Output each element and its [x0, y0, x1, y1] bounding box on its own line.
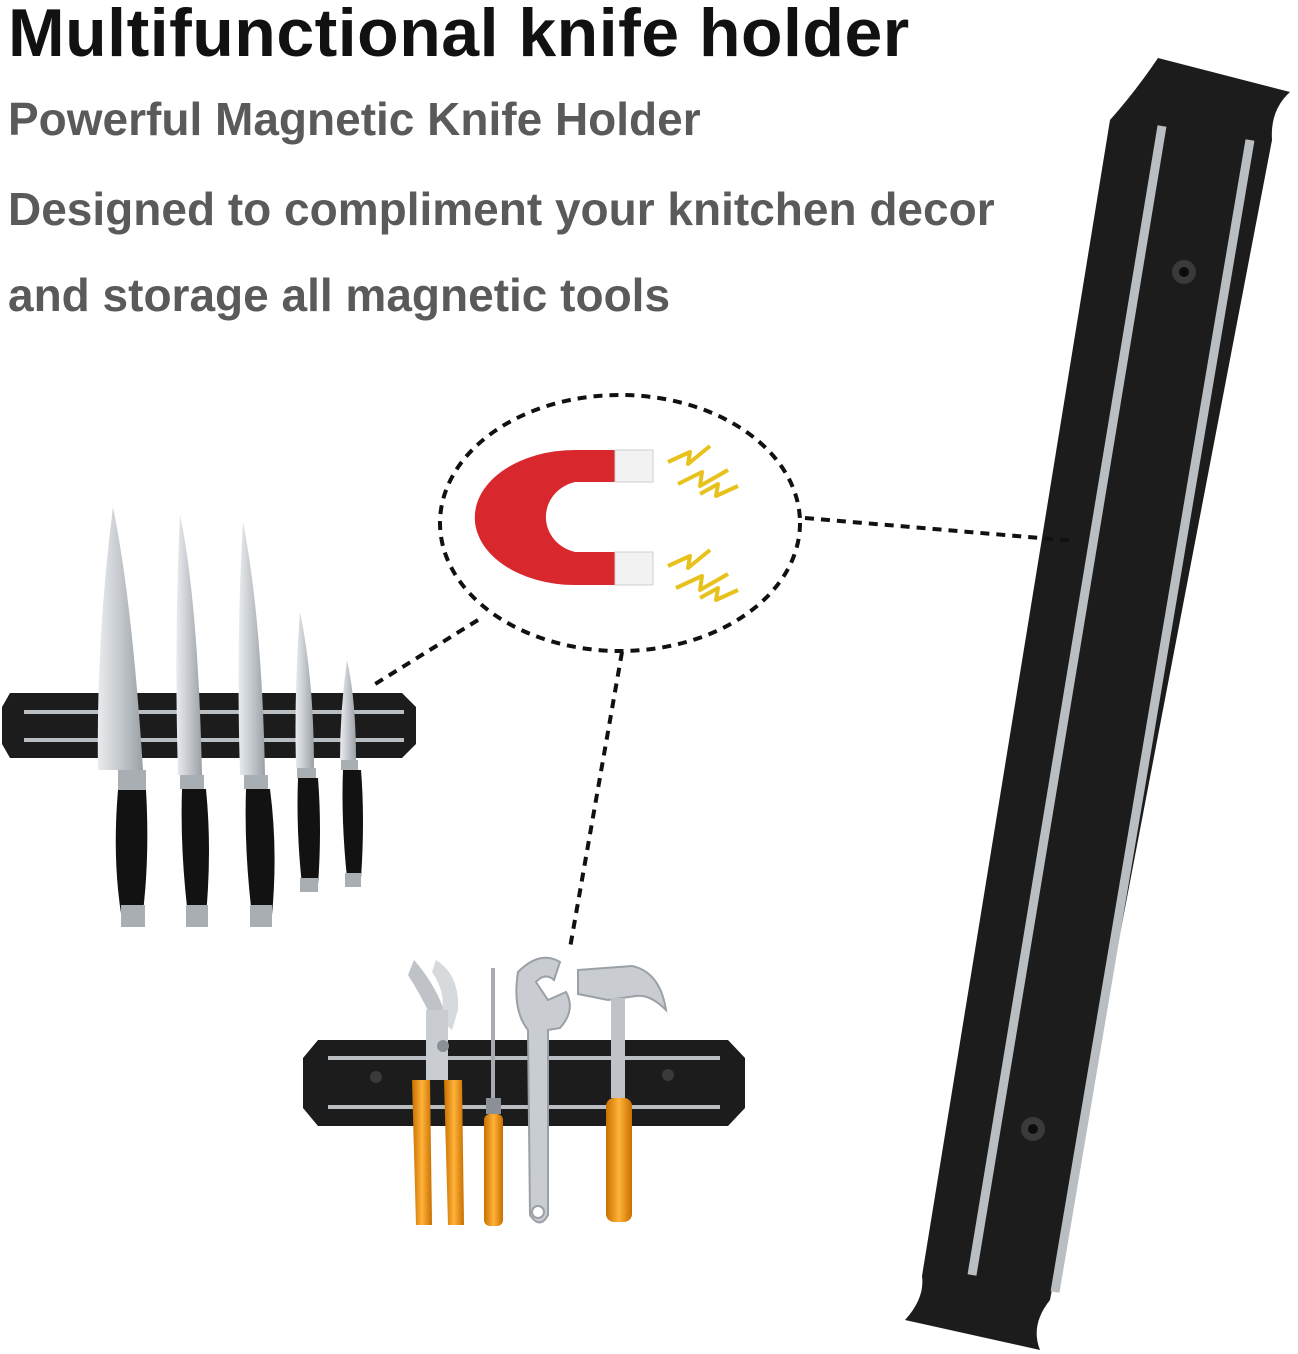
spark-bottom-1 [667, 548, 712, 570]
spark-bottom-2 [675, 572, 729, 592]
callout-to-knife-bar [370, 618, 480, 688]
pliers [408, 960, 464, 1225]
large-bar-screw-hole-bottom-inner [1028, 1124, 1038, 1134]
tool-set [408, 956, 668, 1226]
magnet-callout-circle [438, 393, 802, 653]
magnet-body [474, 450, 615, 585]
tool-bar-screw-hole-left [370, 1071, 382, 1083]
tool-magnetic-bar [303, 1040, 745, 1126]
knife-carving [238, 522, 275, 927]
callout-to-large-bar [804, 516, 1076, 543]
page-title: Multifunctional knife holder [8, 0, 910, 71]
spark-bottom-3 [699, 586, 739, 602]
knife-utility [295, 612, 320, 892]
knife-paring [340, 660, 363, 887]
spark-top-3 [699, 482, 739, 498]
large-bar-steel-strip-left [967, 125, 1167, 1276]
large-magnetic-bar [905, 58, 1290, 1350]
adjustable-wrench [515, 956, 571, 1224]
callout-to-tool-bar [568, 651, 624, 949]
magnet-tip-top [614, 449, 654, 483]
spark-top-2 [677, 468, 729, 488]
product-subtitle: Powerful Magnetic Knife Holder [8, 93, 701, 145]
horseshoe-magnet-icon [474, 449, 654, 586]
knife-set [97, 507, 363, 927]
hammer [577, 964, 668, 1222]
knife-chef [97, 507, 148, 927]
spark-top-1 [667, 444, 712, 466]
large-bar-steel-strip-right [1050, 139, 1255, 1293]
product-description-line-1: Designed to compliment your knitchen dec… [8, 183, 995, 235]
large-bar-body [905, 58, 1290, 1350]
tool-bar-screw-hole-right [662, 1069, 674, 1081]
magnetic-spark-icons [667, 444, 739, 602]
large-bar-screw-hole-top-inner [1179, 267, 1189, 277]
magnet-tip-bottom [614, 551, 654, 586]
screwdriver [484, 968, 503, 1226]
callout-lines [370, 393, 1076, 949]
tool-bar-body [303, 1040, 745, 1126]
product-description-line-2: and storage all magnetic tools [8, 269, 671, 321]
knife-bread [176, 515, 209, 927]
